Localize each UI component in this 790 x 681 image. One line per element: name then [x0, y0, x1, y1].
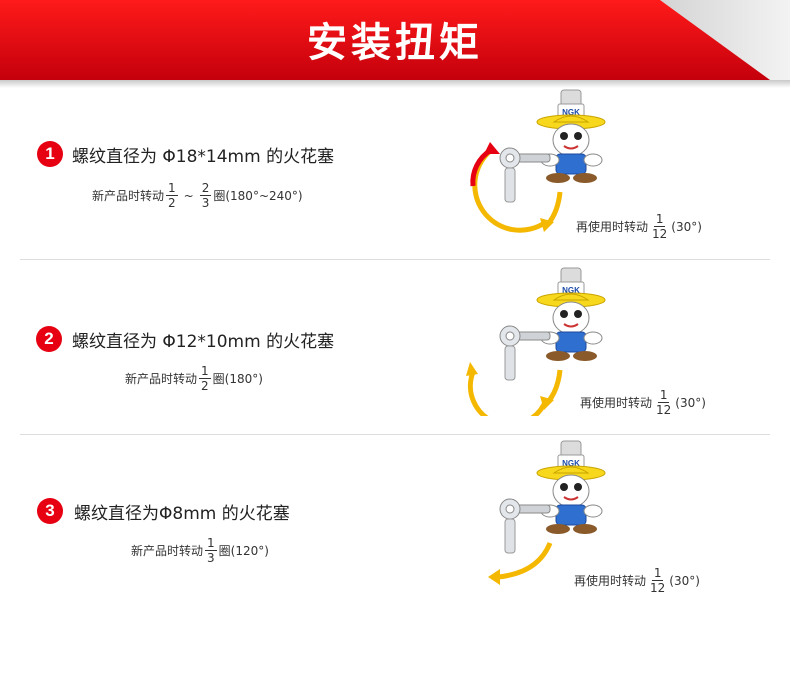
reuse-label: 再使用时转动 — [576, 220, 649, 234]
fraction: 1 12 — [650, 212, 669, 241]
torque-section-2: 2 螺纹直径为 Φ12*10mm 的火花塞 新产品时转动 1 2 圈(180°)… — [0, 260, 790, 435]
section-divider — [20, 434, 770, 435]
fraction-numerator: 1 — [651, 566, 664, 581]
new-product-suffix: 圈(180°~240°) — [213, 189, 303, 203]
fraction-numerator: 1 — [657, 388, 670, 403]
header-background — [0, 0, 790, 88]
new-product-suffix: 圈(180°) — [212, 372, 263, 386]
wrench-mascot-illustration: NGK — [466, 267, 606, 416]
section-heading: 螺纹直径为Φ8mm 的火花塞 — [74, 504, 290, 524]
rotation-arrow-small — [546, 369, 563, 404]
reuse-note: 再使用时转动 1 12 (30°) — [576, 212, 702, 241]
new-product-label: 新产品时转动 — [92, 189, 165, 203]
new-product-note: 新产品时转动 1 2 圈(180°) — [125, 364, 263, 393]
range-tilde: ~ — [183, 188, 194, 203]
rotation-arrow-large — [467, 371, 549, 416]
arrow-head — [540, 396, 554, 410]
fraction: 1 12 — [654, 388, 673, 417]
reuse-suffix: (30°) — [669, 573, 700, 588]
fraction-numerator: 1 — [205, 536, 217, 551]
fraction-denominator: 2 — [201, 379, 209, 393]
reuse-label: 再使用时转动 — [574, 574, 647, 588]
arrow-head — [488, 569, 500, 585]
new-product-label: 新产品时转动 — [131, 544, 204, 558]
fraction-denominator: 3 — [201, 196, 210, 210]
section-divider — [20, 259, 770, 260]
fraction-denominator: 2 — [168, 196, 176, 210]
step-number-badge: 2 — [36, 326, 62, 352]
mascot-figure: NGK — [536, 89, 606, 183]
fraction-denominator: 12 — [656, 403, 672, 417]
reuse-label: 再使用时转动 — [580, 396, 653, 410]
fraction-numerator: 1 — [166, 181, 178, 196]
wrench-icon — [499, 147, 551, 203]
mascot-figure: NGK — [536, 267, 606, 361]
fraction-numerator: 1 — [653, 212, 666, 227]
wrench-icon — [499, 498, 551, 554]
arrow-head — [484, 142, 500, 154]
new-product-suffix: 圈(120°) — [218, 544, 269, 558]
header-banner: 安装扭矩 — [0, 0, 790, 88]
fraction-denominator: 3 — [207, 551, 215, 565]
wrench-mascot-illustration: NGK — [488, 440, 606, 585]
reuse-suffix: (30°) — [675, 395, 706, 410]
fraction: 2 3 — [199, 181, 212, 210]
arrow-head — [540, 218, 554, 232]
fraction: 1 2 — [166, 181, 178, 210]
fraction-denominator: 12 — [652, 227, 668, 241]
step-number-badge: 1 — [37, 141, 63, 167]
torque-section-3: 3 螺纹直径为Φ8mm 的火花塞 新产品时转动 1 3 圈(120°) NGK — [0, 435, 790, 625]
new-product-note: 新产品时转动 1 2 ~ 2 3 圈(180°~240°) — [92, 181, 303, 210]
fraction: 1 2 — [199, 364, 211, 393]
mascot-cap-text: NGK — [562, 286, 580, 295]
arrow-head — [466, 362, 478, 376]
wrench-mascot-illustration: NGK — [470, 89, 606, 233]
step-number-badge: 3 — [37, 498, 63, 524]
reuse-suffix: (30°) — [671, 219, 702, 234]
section-heading: 螺纹直径为 Φ18*14mm 的火花塞 — [72, 147, 335, 167]
fraction-numerator: 1 — [199, 364, 211, 379]
fraction: 1 12 — [648, 566, 667, 595]
new-product-note: 新产品时转动 1 3 圈(120°) — [131, 536, 269, 565]
mascot-cap-text: NGK — [562, 459, 580, 468]
mascot-cap-text: NGK — [562, 108, 580, 117]
reuse-note: 再使用时转动 1 12 (30°) — [574, 566, 700, 595]
rotation-arrow-large — [497, 541, 553, 580]
fraction-numerator: 2 — [199, 181, 212, 196]
mascot-figure: NGK — [536, 440, 606, 534]
fraction-denominator: 12 — [650, 581, 666, 595]
page-title: 安装扭矩 — [307, 20, 483, 66]
wrench-icon — [499, 325, 551, 381]
rotation-arrow-small — [546, 191, 563, 226]
section-heading: 螺纹直径为 Φ12*10mm 的火花塞 — [72, 332, 335, 352]
new-product-label: 新产品时转动 — [125, 372, 198, 386]
torque-section-1: 1 螺纹直径为 Φ18*14mm 的火花塞 新产品时转动 1 2 ~ 2 3 圈… — [0, 88, 790, 260]
fraction: 1 3 — [205, 536, 217, 565]
reuse-note: 再使用时转动 1 12 (30°) — [580, 388, 706, 417]
